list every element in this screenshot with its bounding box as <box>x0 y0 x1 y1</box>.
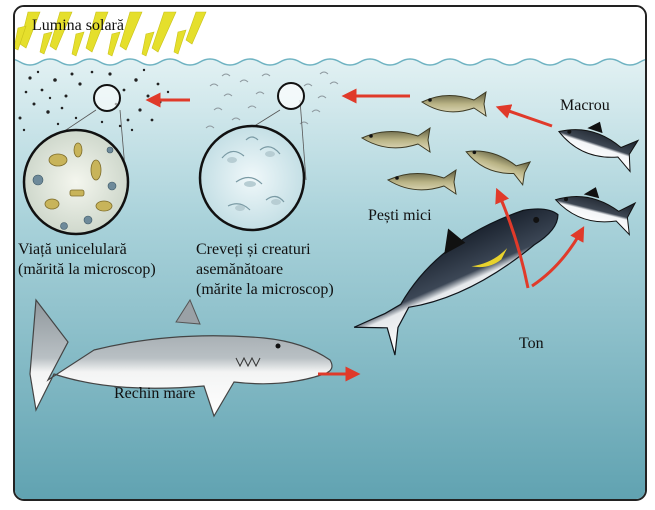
sunlight-label: Lumina solară <box>32 16 124 35</box>
magnifier-circle-icon <box>278 83 304 109</box>
single-cell-label-line2: (mărită la microscop) <box>18 260 156 279</box>
shark-label: Rechin mare <box>114 384 195 403</box>
tuna-label: Ton <box>519 334 544 353</box>
small-fish-label: Pești mici <box>368 206 432 225</box>
single-cell-label-line1: Viață unicelulară <box>18 240 127 259</box>
mackerel-label: Macrou <box>560 96 610 115</box>
shrimp-label-line3: (mărite la microscop) <box>196 280 334 299</box>
magnifier-circle-icon <box>94 85 120 111</box>
shrimp-label-line2: asemănătoare <box>196 260 283 279</box>
shrimp-label-line1: Creveți și creaturi <box>196 240 311 259</box>
